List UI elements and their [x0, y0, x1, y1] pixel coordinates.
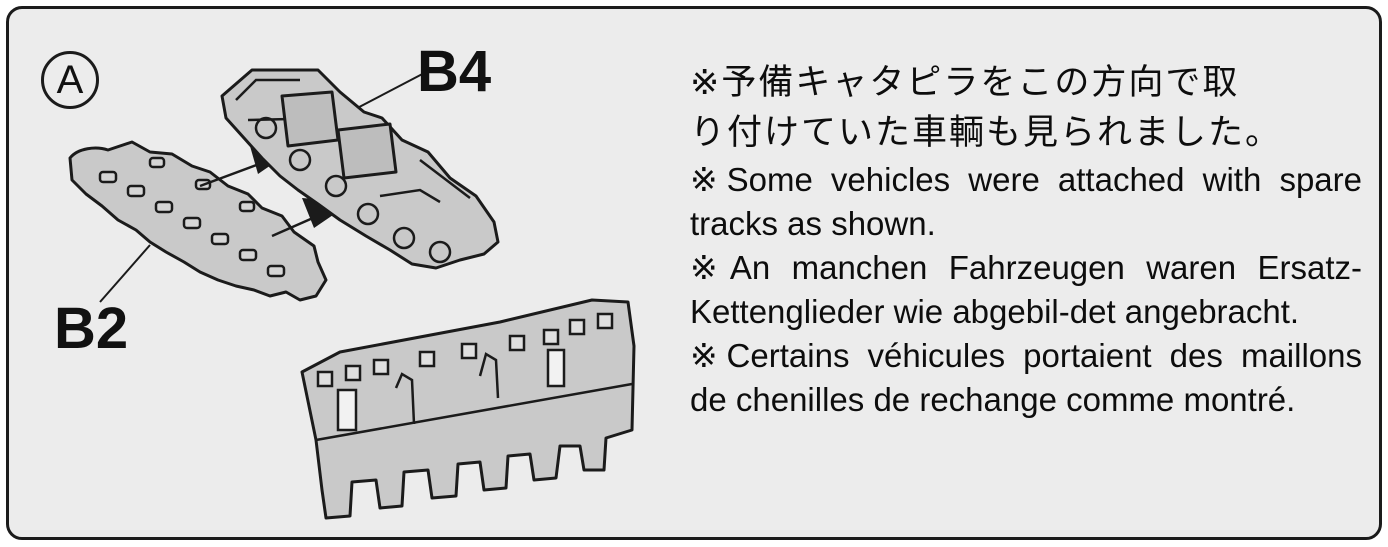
step-a-circle-label: A — [41, 51, 99, 109]
note-japanese-line-2: り付けていた車輌も見られました。 — [690, 113, 1283, 153]
note-french: ※Certains véhicules portaient des maillo… — [690, 337, 1362, 418]
note-english: ※Some vehicles were attached with spare … — [690, 161, 1362, 242]
note-japanese-line-1: ※予備キャタピラをこの方向で取 — [690, 63, 1240, 103]
leader-line-b2 — [99, 244, 151, 303]
part-label-b4: B4 — [417, 39, 492, 104]
note-german: ※An manchen Fahrzeugen waren Ersatz-Kett… — [690, 249, 1362, 330]
assembled-track-view — [300, 298, 636, 520]
part-b2-track-strip — [68, 140, 328, 302]
part-b4-hull-section — [220, 68, 500, 270]
part-label-b2: B2 — [54, 296, 129, 361]
instruction-notes: ※予備キャタピラをこの方向で取 り付けていた車輌も見られました。 ※Some v… — [690, 58, 1362, 422]
